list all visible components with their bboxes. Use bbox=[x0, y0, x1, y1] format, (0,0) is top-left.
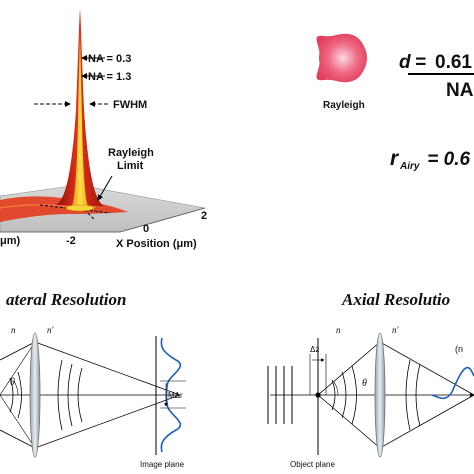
axial-intensity-profile bbox=[431, 366, 474, 400]
lateral-delta: MΔr bbox=[168, 391, 183, 400]
axial-theta: θ bbox=[362, 378, 367, 389]
axial-plane-label: Object plane bbox=[290, 460, 335, 469]
tick-x-2: 2 bbox=[201, 210, 207, 222]
formula-d: d = 0.61 NA bbox=[399, 52, 474, 101]
lateral-title: ateral Resolution bbox=[6, 290, 126, 309]
tick-x-0: 0 bbox=[143, 223, 149, 235]
axial-paren: (n bbox=[455, 344, 463, 354]
lateral-intensity-profile bbox=[160, 337, 182, 453]
axial-delta: Δz bbox=[310, 345, 319, 354]
label-rayleigh-line2: Limit bbox=[117, 160, 144, 172]
formula-d-denominator: NA bbox=[446, 80, 474, 101]
formula-r-var: r bbox=[390, 147, 400, 170]
formula-d-eq: = bbox=[410, 52, 432, 73]
label-y-unit-fragment: μm) bbox=[0, 235, 21, 247]
formula-d-var: d bbox=[399, 52, 411, 73]
rayleigh-caption: Rayleigh bbox=[323, 100, 365, 111]
label-fwhm: FWHM bbox=[113, 99, 147, 111]
rayleigh-disk-group: Rayleigh bbox=[316, 33, 367, 111]
axial-n-prime: n' bbox=[392, 325, 400, 335]
lateral-lens bbox=[29, 332, 41, 458]
tick-x-neg2: -2 bbox=[66, 235, 76, 247]
label-na-high: NA = 1.3 bbox=[88, 71, 131, 83]
formula-d-numerator: 0.61 bbox=[435, 52, 472, 73]
axial-title: Axial Resolutio bbox=[341, 290, 450, 309]
psf-base-glow bbox=[0, 196, 128, 222]
lateral-n: n bbox=[11, 325, 16, 335]
psf-plot: NA = 0.3 NA = 1.3 FWHM Rayleigh Limit μm… bbox=[0, 8, 207, 250]
lateral-theta: θ bbox=[10, 377, 15, 388]
lateral-diagram: θ n n' MΔr Image plane bbox=[0, 325, 186, 469]
formula-r: r Airy = 0.6 bbox=[390, 147, 470, 172]
lateral-n-prime: n' bbox=[47, 325, 55, 335]
axial-n: n bbox=[336, 325, 341, 335]
formula-r-rest: = 0.6 bbox=[422, 149, 470, 170]
psf-peak-na-high bbox=[71, 30, 89, 208]
axial-lens bbox=[374, 332, 386, 458]
axial-diagram: Δz θ n n' (n Object plane bbox=[267, 325, 474, 469]
label-na-low: NA = 0.3 bbox=[88, 53, 131, 65]
formula-r-sub: Airy bbox=[399, 161, 420, 172]
lateral-plane-label: Image plane bbox=[140, 460, 185, 469]
x-axis-title: X Position (μm) bbox=[116, 238, 197, 250]
label-rayleigh-line1: Rayleigh bbox=[108, 147, 154, 159]
